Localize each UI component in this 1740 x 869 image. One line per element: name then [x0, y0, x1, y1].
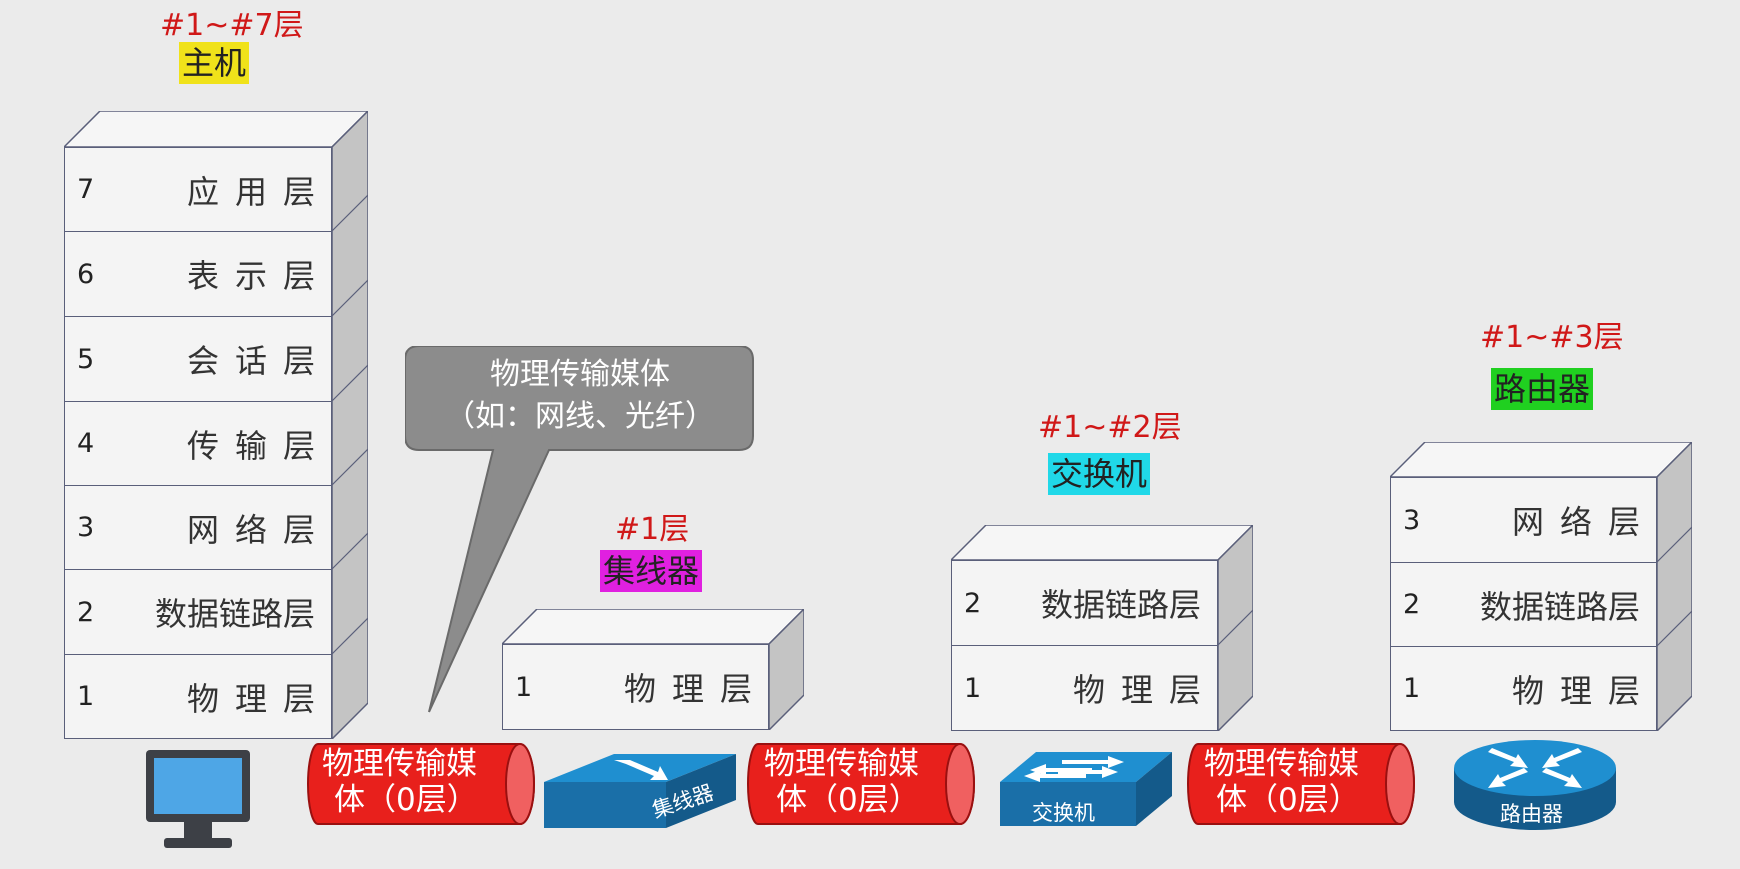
host-layer-5: 5 会话层	[64, 316, 332, 402]
media-label-line1: 物理传输媒	[1204, 746, 1359, 782]
layer-name: 表示层	[186, 257, 331, 295]
layer-number: 1	[515, 671, 533, 703]
router-layers-tag: #1~#3层	[1480, 320, 1624, 355]
layer-number: 7	[77, 174, 95, 205]
computer-icon	[146, 750, 250, 848]
media-label-line1: 物理传输媒	[322, 746, 477, 782]
router-name-label: 路由器	[1491, 368, 1594, 410]
router-layer-3: 3 网络层	[1390, 477, 1657, 563]
layer-number: 2	[964, 587, 982, 619]
host-layer-1: 1 物理层	[64, 654, 332, 739]
switch-icon-label: 交换机	[1032, 801, 1095, 825]
layer-name: 会话层	[186, 342, 331, 380]
hub-layer-stack: 1 物理层	[502, 609, 804, 730]
layer-name: 物理层	[1072, 671, 1217, 709]
callout-bubble	[405, 346, 754, 713]
switch-layer-1: 1 物理层	[951, 645, 1218, 731]
layer-number: 3	[77, 512, 95, 543]
layer-number: 2	[77, 596, 95, 628]
host-layer-2: 2 数据链路层	[64, 569, 332, 655]
host-name-label: 主机	[179, 42, 250, 84]
switch-layers-tag: #1~#2层	[1038, 410, 1182, 445]
media-cylinder-3-label: 物理传输媒 体（0层）	[1204, 746, 1360, 818]
layer-number: 2	[1403, 589, 1421, 620]
router-layer-stack: 3 网络层 2 数据链路层 1 物理层	[1390, 442, 1692, 731]
switch-layer-2: 2 数据链路层	[951, 560, 1218, 646]
layer-number: 3	[1403, 504, 1421, 536]
host-layer-4: 4 传输层	[64, 401, 332, 486]
switch-layer-stack: 2 数据链路层 1 物理层	[951, 525, 1253, 731]
media-label-line2: 体（0层）	[334, 782, 478, 818]
layer-name: 网络层	[186, 510, 331, 549]
media-cylinder-2	[747, 743, 975, 825]
layer-name: 数据链路层	[154, 595, 315, 633]
layer-name: 应用层	[186, 172, 331, 211]
host-layers-tag: #1~#7层	[160, 8, 304, 43]
layer-number: 5	[77, 343, 95, 375]
media-label-line1: 物理传输媒	[764, 746, 919, 782]
media-cylinder-3	[1187, 743, 1415, 825]
hub-layer-1: 1 物理层	[502, 644, 769, 730]
router-icon-label: 路由器	[1500, 802, 1563, 826]
host-layer-6: 6 表示层	[64, 231, 332, 317]
switch-icon	[1000, 752, 1172, 826]
layer-number: 1	[964, 672, 982, 704]
hub-icon	[544, 754, 736, 828]
layer-name: 传输层	[186, 426, 331, 465]
media-cylinder-1-label: 物理传输媒 体（0层）	[322, 746, 478, 818]
router-layer-1: 1 物理层	[1390, 646, 1657, 731]
hub-stack-3d-frame	[502, 609, 804, 730]
hub-name-label: 集线器	[600, 550, 703, 592]
switch-name-label: 交换机	[1048, 453, 1151, 495]
router-stack-3d-frame	[1390, 442, 1692, 731]
host-stack-3d-frame	[64, 111, 368, 739]
callout-line1: 物理传输媒体	[490, 357, 670, 392]
layer-number: 1	[77, 681, 95, 712]
hub-layers-tag: #1层	[615, 512, 690, 547]
layer-name: 网络层	[1511, 503, 1656, 541]
layer-name: 物理层	[623, 670, 768, 708]
host-layer-stack: 7 应用层 6 表示层 5 会话层 4 传输层 3 网络层 2 数据链路层 1 …	[64, 111, 368, 739]
layer-name: 物理层	[1511, 671, 1656, 710]
layer-number: 1	[1403, 673, 1421, 704]
callout-text: 物理传输媒体 （如：网线、光纤）	[405, 354, 755, 438]
layer-name: 物理层	[186, 679, 331, 718]
layer-number: 6	[77, 258, 95, 290]
host-layer-7: 7 应用层	[64, 147, 332, 232]
layer-number: 4	[77, 428, 95, 459]
media-label-line2: 体（0层）	[1216, 782, 1360, 818]
callout-line2: （如：网线、光纤）	[445, 399, 715, 434]
switch-stack-3d-frame	[951, 525, 1253, 731]
media-label-line2: 体（0层）	[776, 782, 920, 818]
router-layer-2: 2 数据链路层	[1390, 562, 1657, 647]
layer-name: 数据链路层	[1040, 586, 1201, 624]
layer-name: 数据链路层	[1479, 587, 1640, 626]
media-cylinder-1	[307, 743, 535, 825]
media-cylinder-2-label: 物理传输媒 体（0层）	[764, 746, 920, 818]
host-layer-3: 3 网络层	[64, 485, 332, 570]
router-icon	[1454, 740, 1616, 830]
